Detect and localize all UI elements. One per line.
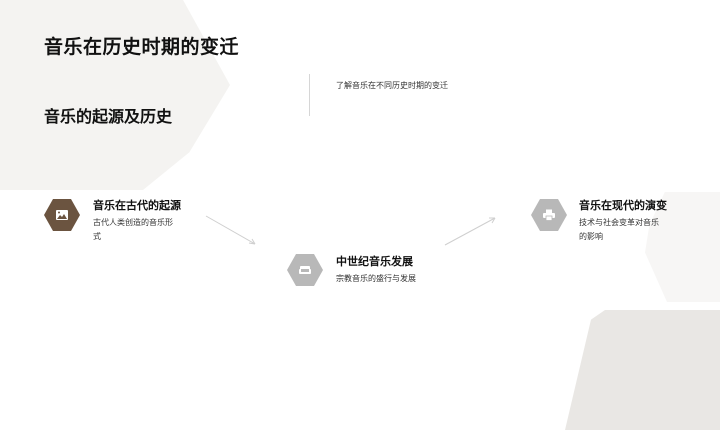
arrow-up-right-icon	[444, 217, 496, 246]
stage-description: 技术与社会变革对音乐的影响	[579, 218, 659, 241]
stage-description: 宗教音乐的盛行与发展	[336, 274, 416, 283]
background-hexagon-bottom-right	[565, 310, 720, 430]
stage-title: 中世纪音乐发展	[336, 255, 413, 268]
image-icon	[44, 199, 80, 231]
printer-icon	[531, 199, 567, 231]
arrow-down-right-icon	[205, 215, 256, 245]
stage-title: 音乐在古代的起源	[93, 199, 181, 212]
sofa-icon	[287, 254, 323, 286]
stage-title: 音乐在现代的演变	[579, 199, 667, 212]
divider-line	[309, 74, 310, 116]
slide-subtitle: 音乐的起源及历史	[44, 107, 173, 126]
background-hexagon-top-left	[0, 0, 230, 190]
intro-text: 了解音乐在不同历史时期的变迁	[336, 81, 448, 90]
stage-description: 古代人类创造的音乐形式	[93, 218, 173, 241]
slide-title: 音乐在历史时期的变迁	[44, 36, 240, 58]
